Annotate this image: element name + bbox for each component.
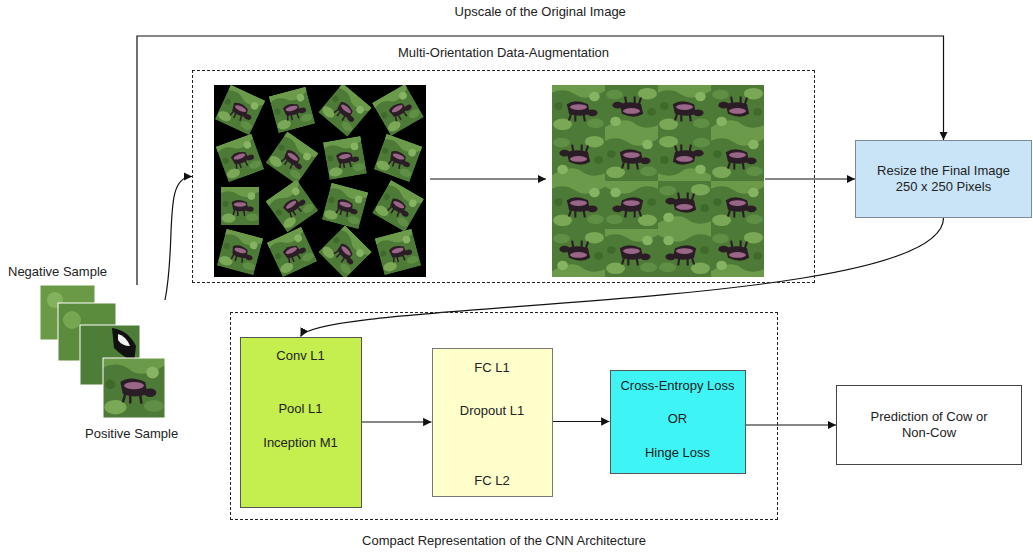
connector-arrow bbox=[165, 177, 192, 301]
image-tile bbox=[216, 134, 265, 183]
image-tile bbox=[552, 133, 605, 181]
layer-name: Conv L1 bbox=[276, 348, 324, 364]
image-tile bbox=[323, 136, 367, 180]
image-tile bbox=[658, 85, 711, 133]
cow-shape bbox=[112, 328, 136, 362]
connector-arrow bbox=[137, 36, 944, 285]
loss-name: Cross-Entropy Loss bbox=[620, 378, 734, 394]
image-tile bbox=[711, 133, 764, 181]
image-tile bbox=[217, 229, 264, 276]
image-tile bbox=[711, 229, 764, 277]
connector-arrow bbox=[362, 421, 432, 422]
image-tile bbox=[374, 134, 423, 183]
image-tile bbox=[711, 181, 764, 229]
image-tile bbox=[658, 229, 711, 277]
connector-arrow bbox=[815, 178, 855, 179]
image-tile bbox=[658, 181, 711, 229]
group-frame: Multi-Orientation Data-Augmentation bbox=[192, 70, 815, 283]
photo-frame bbox=[103, 358, 165, 418]
image-tile bbox=[605, 229, 658, 277]
image-tile bbox=[266, 132, 319, 185]
image-tile bbox=[322, 183, 369, 230]
image-tile bbox=[372, 180, 424, 232]
cow-patch bbox=[118, 334, 130, 346]
group-heading: Multi-Orientation Data-Augmentation bbox=[398, 45, 609, 61]
image-tile bbox=[605, 133, 658, 181]
loss-box: Cross-Entropy LossOR Hinge Loss bbox=[610, 370, 746, 474]
image-tile bbox=[267, 227, 317, 277]
group-frame: Compact Representation of the CNN Archit… bbox=[230, 312, 778, 520]
mosaic-ground bbox=[552, 85, 764, 277]
image-tile bbox=[318, 225, 372, 277]
grass-patch bbox=[63, 311, 81, 329]
image-tile bbox=[215, 85, 265, 135]
rotated-mosaic bbox=[214, 85, 426, 277]
sample-label: Positive Sample bbox=[85, 426, 178, 442]
box-text: Resize the Final Image 250 x 250 Pixels bbox=[866, 163, 1022, 195]
image-tile bbox=[605, 85, 658, 133]
flow-arrow bbox=[430, 178, 546, 179]
connector-arrow bbox=[746, 424, 837, 425]
image-tile bbox=[658, 133, 711, 181]
group-heading: Compact Representation of the CNN Archit… bbox=[362, 533, 646, 549]
image-tile bbox=[266, 180, 319, 233]
layer-name: Pool L1 bbox=[278, 401, 322, 417]
image-tile bbox=[375, 229, 422, 276]
image-tile bbox=[552, 181, 605, 229]
flow-line bbox=[765, 178, 815, 179]
layer-name: FC L1 bbox=[474, 360, 509, 376]
image-tile bbox=[269, 87, 316, 134]
sample-label: Negative Sample bbox=[8, 264, 107, 280]
image-tile bbox=[221, 187, 259, 225]
sample-images bbox=[40, 285, 165, 418]
image-tile bbox=[552, 229, 605, 277]
layer-name: FC L2 bbox=[474, 473, 509, 489]
image-tile bbox=[372, 85, 424, 136]
loss-name: Hinge Loss bbox=[645, 445, 710, 461]
layer-name: Dropout L1 bbox=[460, 403, 524, 419]
image-tile bbox=[711, 85, 764, 133]
loss-name: OR bbox=[668, 411, 688, 427]
connector-arrow bbox=[301, 218, 944, 337]
sample-photo bbox=[103, 358, 165, 418]
box-text: Prediction of Cow or Non-Cow bbox=[859, 409, 999, 441]
process-box: Resize the Final Image 250 x 250 Pixels bbox=[855, 140, 1032, 218]
layer-box: FC L1 Dropout L1 FC L2 bbox=[432, 348, 553, 497]
layer-name: Inception M1 bbox=[263, 435, 337, 451]
layer-box: Conv L1 Pool L1 Inception M1 bbox=[240, 337, 362, 508]
connector-arrow bbox=[553, 421, 610, 422]
image-tile bbox=[605, 181, 658, 229]
image-tile bbox=[318, 85, 372, 137]
edge-label: Upscale of the Original Image bbox=[452, 4, 629, 20]
image-tile bbox=[552, 85, 605, 133]
filled-mosaic bbox=[552, 85, 764, 277]
output-box: Prediction of Cow or Non-Cow bbox=[836, 385, 1022, 465]
sample-stack: Negative SamplePositive Sample bbox=[40, 285, 165, 418]
